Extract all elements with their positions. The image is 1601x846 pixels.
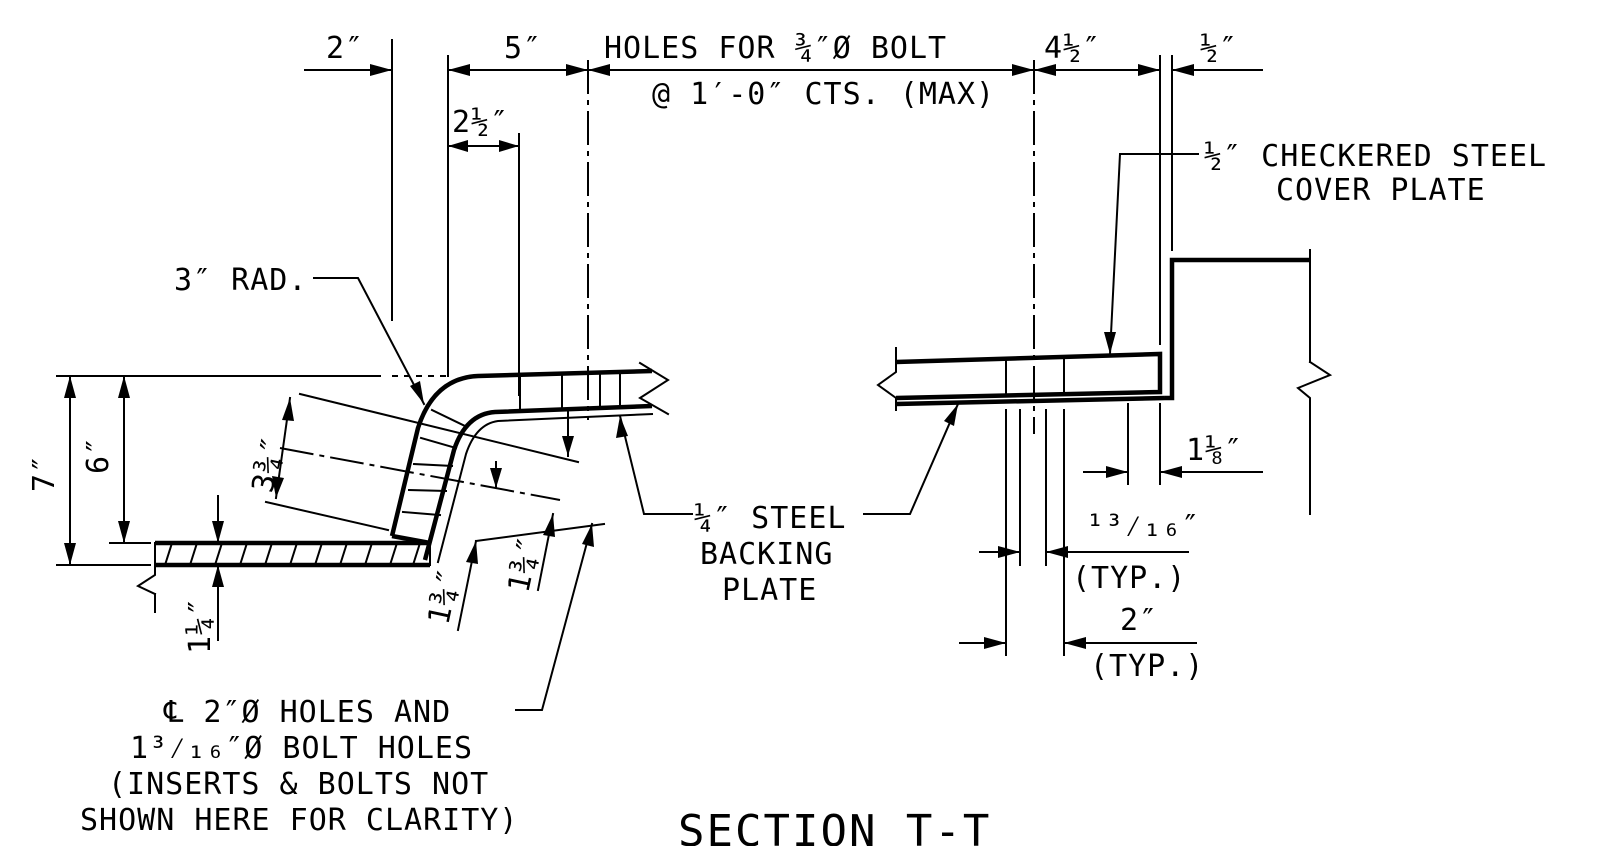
dim-3-three-quarter: 3¾″ [246,432,292,495]
left-extension-lines [56,39,606,566]
dim-7in: 7″ [27,454,62,492]
note-holes-line1: HOLES FOR ¾″Ø BOLT [604,31,947,66]
note-backing-line1: ¼″ STEEL [694,501,847,536]
bottom-plate-hatch [163,541,422,567]
dim-6in: 6″ [81,436,116,474]
dimension-lines [64,64,1263,649]
note-cover-line2: COVER PLATE [1276,173,1486,208]
break-symbol-right-left [876,347,897,411]
note-cover-line1: ½″ CHECKERED STEEL [1204,139,1547,174]
backing-inner-line [436,412,654,564]
dim-4-half: 4½″ [1044,31,1101,66]
break-symbol-right-wall [1296,360,1333,515]
callout-notes: HOLES FOR ¾″Ø BOLT @ 1′-0″ CTS. (MAX) ½″… [80,31,1547,838]
section-title: SECTION T-T [678,806,991,846]
leader-lines [313,153,1199,711]
dim-1-eighth: 1⅛″ [1186,433,1243,468]
note-cl-line1: ℄ 2″Ø HOLES AND [163,695,451,730]
dim-2in-typ: 2″ [1120,603,1158,638]
dim-2in: 2″ [326,31,364,66]
bent-plate-outer [389,368,653,537]
note-radius: 3″ RAD. [174,263,307,298]
dim-typ-a: (TYP.) [1072,561,1186,596]
support-angle [1165,257,1310,401]
note-cl-line2: 1³⁄₁₆″Ø BOLT HOLES [130,731,473,766]
break-symbol-left-right [638,361,670,416]
dimension-labels: 2″ 5″ 4½″ ½″ 2½″ 7″ 6″ 3¾″ 1¼″ 1¾″ 1¾″ 1… [27,31,1243,684]
dim-13-16: ¹³⁄₁₆″ [1086,509,1200,544]
dim-typ-b: (TYP.) [1090,649,1204,684]
right-cover-plate-detail [876,55,1333,656]
checkered-cover-plate [895,351,1163,401]
dim-half: ½″ [1200,31,1238,66]
note-holes-line2: @ 1′-0″ CTS. (MAX) [652,77,995,112]
break-symbol-left-bottom [135,547,157,596]
left-bent-plate-detail [135,361,670,613]
bent-plate-inner [422,403,653,561]
note-backing-line3: PLATE [722,573,817,608]
dim-5in: 5″ [504,31,542,66]
note-backing-line2: BACKING [700,537,833,572]
dim-1-three-quarter-b: 1¾″ [502,532,548,595]
note-cl-line3: (INSERTS & BOLTS NOT [108,767,489,802]
dim-2-half: 2½″ [452,105,509,140]
dim-1-quarter: 1¼″ [183,597,218,654]
note-cl-line4: SHOWN HERE FOR CLARITY) [80,803,518,838]
